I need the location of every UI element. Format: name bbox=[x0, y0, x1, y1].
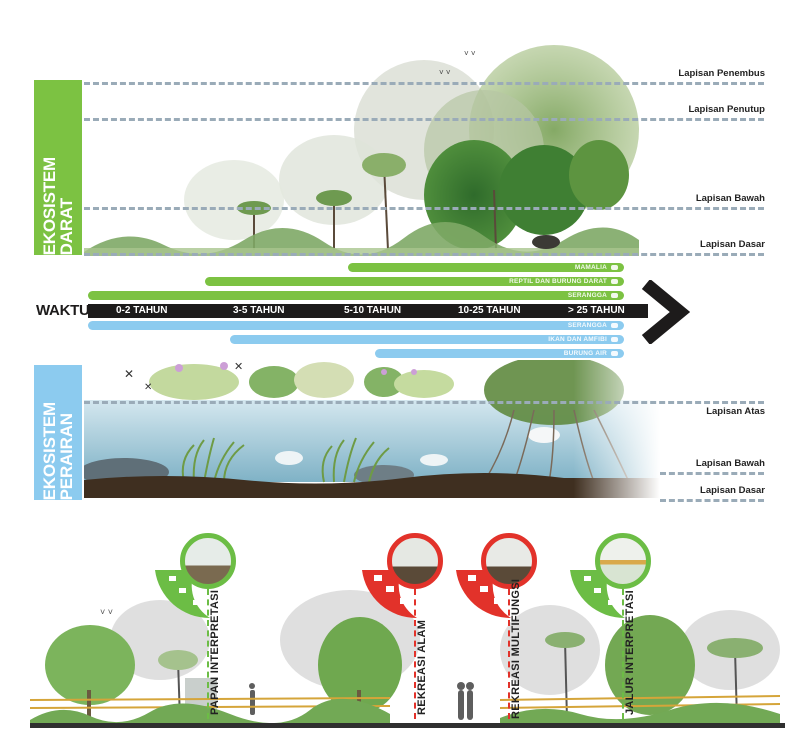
water-layer-line-dasar bbox=[660, 499, 764, 502]
fauna-bar-serangga-air: SERANGGA bbox=[88, 321, 624, 330]
fauna-bar-mamalia: MAMALIA bbox=[348, 263, 624, 272]
sign-circle-jalur bbox=[595, 533, 651, 589]
sign-pole bbox=[414, 589, 416, 719]
water-layer-line-bawah bbox=[660, 472, 764, 475]
fauna-bar-burung-air: BURUNG AIR bbox=[375, 349, 624, 358]
water-layer-line-atas bbox=[84, 401, 764, 404]
sign-circle-rekreasi-multifungsi bbox=[481, 533, 537, 589]
water-vegetation-illustration: ✕ ✕ ✕ bbox=[84, 360, 660, 502]
timeline-axis: 0-2 TAHUN 3-5 TAHUN 5-10 TAHUN 10-25 TAH… bbox=[88, 304, 648, 318]
mammal-icon bbox=[611, 265, 618, 270]
layer-line-bawah bbox=[84, 207, 764, 210]
arrow-head-icon bbox=[641, 280, 690, 344]
sign-label: PAPAN INTERPRETASI bbox=[209, 589, 221, 715]
sign-pole bbox=[207, 589, 209, 719]
bird-icon bbox=[611, 279, 618, 284]
fauna-bar-serangga-darat: SERANGGA bbox=[88, 291, 624, 300]
layer-label-bawah: Lapisan Bawah bbox=[695, 193, 765, 204]
waterbird-icon bbox=[611, 351, 618, 356]
layer-line-penembus bbox=[84, 82, 764, 85]
svg-text:˅ ˅ ˅: ˅ ˅ ˅ bbox=[700, 590, 721, 592]
water-layer-label-bawah: Lapisan Bawah bbox=[695, 458, 765, 469]
fauna-bar-ikan-amfibi: IKAN DAN AMFIBI bbox=[230, 335, 624, 344]
sign-fan-red bbox=[456, 570, 511, 619]
layer-line-penutup bbox=[84, 118, 764, 121]
sign-fan-green bbox=[155, 570, 210, 619]
land-ecosystem-label: EKOSISTEM DARAT bbox=[34, 80, 82, 255]
sign-fan-red bbox=[362, 570, 417, 619]
sign-circle-rekreasi-alam bbox=[387, 533, 443, 589]
insect-icon bbox=[611, 323, 618, 328]
sign-label: JALUR INTERPRETASI bbox=[624, 590, 636, 715]
tick-25-plus: > 25 TAHUN bbox=[568, 305, 625, 316]
svg-text:✕: ✕ bbox=[144, 382, 152, 393]
svg-text:˅ ˅: ˅ ˅ bbox=[100, 607, 113, 617]
layer-label-penutup: Lapisan Penutup bbox=[688, 104, 765, 115]
tick-0-2: 0-2 TAHUN bbox=[116, 305, 168, 316]
svg-text:✕: ✕ bbox=[234, 361, 243, 373]
park-section-illustration: ˅ ˅ ˅ ˅ ˅ bbox=[30, 590, 785, 728]
svg-text:˅ ˅: ˅ ˅ bbox=[439, 68, 451, 77]
layer-label-penembus: Lapisan Penembus bbox=[678, 68, 765, 79]
sign-circle-papan bbox=[180, 533, 236, 589]
sign-pole bbox=[622, 589, 624, 719]
tick-5-10: 5-10 TAHUN bbox=[344, 305, 402, 316]
svg-text:✕: ✕ bbox=[124, 367, 134, 381]
fauna-bar-reptil-burung: REPTIL DAN BURUNG DARAT bbox=[205, 277, 624, 286]
land-vegetation-illustration: ˅ ˅ ˅ ˅ bbox=[84, 45, 639, 256]
water-layer-label-atas: Lapisan Atas bbox=[706, 406, 765, 417]
water-layer-label-dasar: Lapisan Dasar bbox=[700, 485, 765, 496]
svg-text:˅ ˅: ˅ ˅ bbox=[464, 49, 476, 58]
water-ecosystem-label: EKOSISTEM PERAIRAN bbox=[34, 365, 82, 500]
tick-3-5: 3-5 TAHUN bbox=[233, 305, 285, 316]
insect-icon bbox=[611, 293, 618, 298]
sign-label: REKREASI MULTIFUNGSI bbox=[510, 578, 522, 719]
tick-10-25: 10-25 TAHUN bbox=[458, 305, 521, 316]
sign-label: REKREASI ALAM bbox=[416, 619, 428, 715]
fish-icon bbox=[611, 337, 618, 342]
timeline-label: WAKTU bbox=[36, 302, 90, 319]
sign-fan-green bbox=[570, 570, 625, 619]
layer-label-dasar: Lapisan Dasar bbox=[700, 239, 765, 250]
sign-pole bbox=[508, 589, 510, 719]
layer-line-dasar bbox=[84, 253, 764, 256]
